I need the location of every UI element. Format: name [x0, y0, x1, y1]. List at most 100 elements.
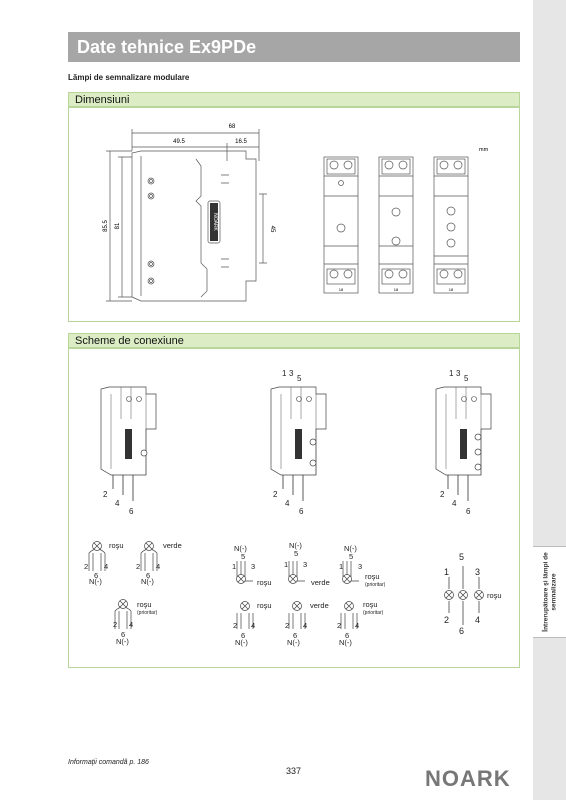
schematic-terminal: 5 — [459, 552, 464, 562]
terminal-1: 1 — [449, 369, 454, 378]
dimensions-section-body: 68 49.5 16.5 85.5 81 45 NOARK mm 18 18 1… — [68, 107, 520, 322]
schematic-terminal: 4 — [251, 621, 255, 630]
dimensions-section-header: Dimensiuni — [68, 92, 520, 107]
schematic-terminal: 5 — [241, 552, 245, 561]
neutral-label: N(-) — [344, 544, 357, 553]
schematic-terminal: 3 — [303, 560, 307, 569]
schematic-terminal: 4 — [475, 615, 480, 625]
terminal-2: 2 — [440, 490, 445, 499]
priority-label: (prioritar) — [363, 610, 384, 616]
schematic-terminal: 6 — [345, 631, 349, 640]
order-info-note: Informaţii comandă p. 186 — [68, 759, 149, 766]
dim-width-b: 16.5 — [235, 139, 247, 145]
device-triple — [435, 386, 492, 502]
color-label-red: roşu — [257, 578, 272, 587]
color-label-red: roşu — [257, 601, 272, 610]
dimensions-drawing: 68 49.5 16.5 85.5 81 45 NOARK mm 18 18 1… — [103, 124, 489, 302]
schematic-terminal: 2 — [444, 615, 449, 625]
terminal-2: 2 — [103, 490, 108, 499]
terminal-3: 3 — [289, 369, 294, 378]
terminal-label: 18 — [394, 287, 399, 292]
terminal-6: 6 — [129, 507, 134, 516]
color-label-red: roşu — [109, 541, 124, 550]
terminal-6: 6 — [299, 507, 304, 516]
brand-plate-label: NOARK — [212, 213, 218, 231]
terminal-4: 4 — [452, 499, 457, 508]
dimensions-section-title: Dimensiuni — [75, 94, 130, 106]
schematic-terminal: 6 — [241, 631, 245, 640]
terminal-3: 3 — [456, 369, 461, 378]
page-title: Date tehnice Ex9PDe — [77, 37, 257, 57]
color-label-red: roşu — [137, 600, 152, 609]
schematic-terminal: 1 — [339, 562, 343, 571]
neutral-label: N(-) — [235, 638, 248, 647]
schematic-terminal: 5 — [294, 549, 298, 558]
brand-logo: NOARK — [425, 766, 511, 791]
color-label-red: roşu — [365, 572, 380, 581]
unit-label: mm — [479, 147, 489, 153]
schematic-terminal: 2 — [113, 620, 117, 629]
priority-label: (prioritar) — [365, 582, 386, 588]
page-number: 337 — [286, 766, 302, 776]
neutral-label: N(-) — [339, 638, 352, 647]
neutral-label: N(-) — [141, 577, 154, 586]
connection-drawing: 2 4 6 1 3 5 2 4 6 1 3 5 2 4 6 roşu 2 4 6 — [84, 369, 502, 647]
dim-width-total: 68 — [229, 124, 236, 130]
terminal-label: 18 — [339, 287, 344, 292]
page-title-bar: Date tehnice Ex9PDe — [68, 32, 520, 62]
schematic-terminal: 3 — [251, 562, 255, 571]
schematic-terminal: 1 — [284, 560, 288, 569]
neutral-label: N(-) — [116, 637, 129, 646]
page-subtitle: Lămpi de semnalizare modulare — [68, 73, 190, 82]
connection-section-title: Scheme de conexiune — [75, 335, 184, 347]
right-sidebar — [533, 0, 566, 800]
schematic-terminal: 2 — [337, 621, 341, 630]
terminal-4: 4 — [115, 499, 120, 508]
side-chapter-tab[interactable]: Întrerupătoare şi lămpi de semnalizare — [533, 546, 566, 638]
terminal-2: 2 — [273, 490, 278, 499]
device-single — [100, 386, 157, 502]
schematic-terminal: 6 — [94, 571, 98, 580]
dim-height-front: 45 — [269, 226, 275, 233]
dim-height-total: 85.5 — [103, 220, 109, 232]
neutral-label: N(-) — [287, 638, 300, 647]
schematic-terminal: 4 — [129, 620, 133, 629]
schematic-terminal: 2 — [233, 621, 237, 630]
schematic-terminal: 6 — [146, 571, 150, 580]
schematic-terminal: 1 — [444, 567, 449, 577]
schematic-terminal: 3 — [358, 562, 362, 571]
schematic-terminal: 4 — [355, 621, 359, 630]
schematic-terminal: 2 — [84, 562, 88, 571]
schematic-terminal: 6 — [121, 630, 125, 639]
device-double — [270, 386, 327, 502]
neutral-label: N(-) — [89, 577, 102, 586]
connection-section-body: 2 4 6 1 3 5 2 4 6 1 3 5 2 4 6 roşu 2 4 6 — [68, 348, 520, 668]
connection-section-header: Scheme de conexiune — [68, 333, 520, 348]
schematic-terminal: 2 — [136, 562, 140, 571]
color-label-green: verde — [163, 541, 182, 550]
side-tab-label: Întrerupătoare şi lămpi de semnalizare — [542, 552, 557, 632]
schematic-terminal: 2 — [285, 621, 289, 630]
terminal-5: 5 — [297, 374, 302, 383]
terminal-6: 6 — [466, 507, 471, 516]
schematic-terminal: 6 — [293, 631, 297, 640]
schematic-terminal: 6 — [459, 626, 464, 636]
schematic-terminal: 4 — [156, 562, 160, 571]
color-label-red: roşu — [487, 591, 502, 600]
schematic-terminal: 5 — [349, 552, 353, 561]
color-label-green: verde — [310, 601, 329, 610]
color-label-red: roşu — [363, 600, 378, 609]
neutral-label: N(-) — [289, 541, 302, 550]
schematic-terminal: 4 — [303, 621, 307, 630]
schematic-terminal: 1 — [232, 562, 236, 571]
terminal-5: 5 — [464, 374, 469, 383]
terminal-4: 4 — [285, 499, 290, 508]
schematic-terminal: 4 — [104, 562, 108, 571]
terminal-1: 1 — [282, 369, 287, 378]
dim-height-inner: 81 — [115, 222, 121, 229]
color-label-green: verde — [311, 578, 330, 587]
neutral-label: N(-) — [234, 544, 247, 553]
priority-label: (prioritar) — [137, 610, 158, 616]
brand-plate — [210, 203, 218, 241]
terminal-label: 18 — [449, 287, 454, 292]
